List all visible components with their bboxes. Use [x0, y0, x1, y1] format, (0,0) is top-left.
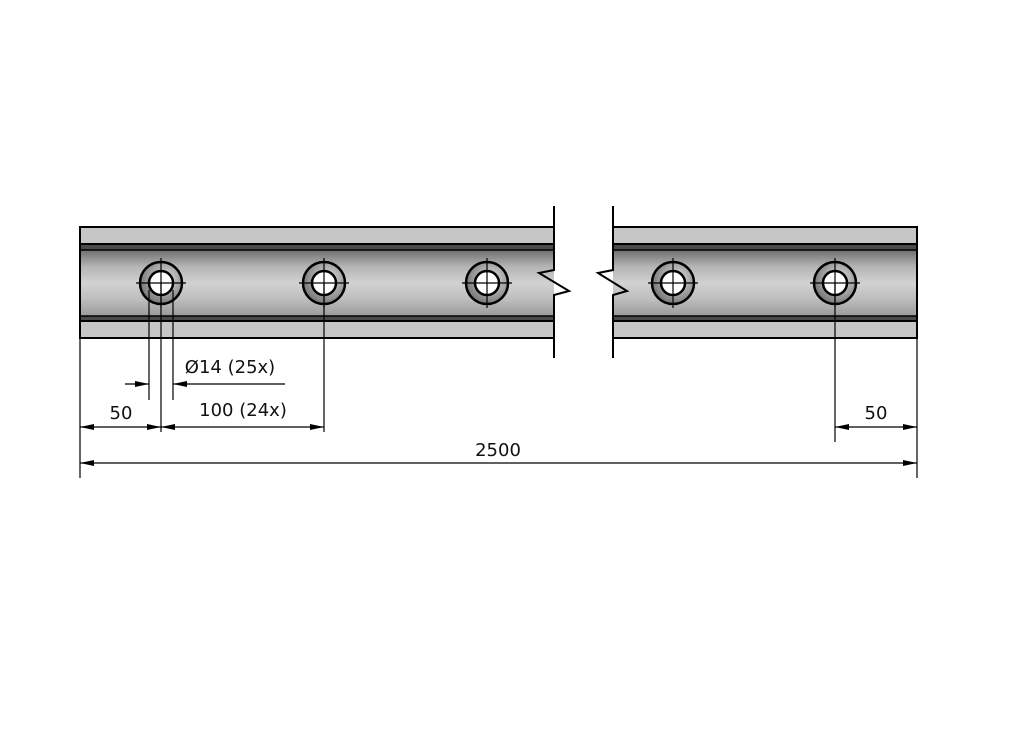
break-line-right	[595, 206, 630, 358]
dimension-lines	[79, 283, 918, 478]
pitch-label: 100 (24x)	[199, 400, 287, 421]
overall-length-label: 2500	[475, 440, 521, 461]
hole-diameter-label: Ø14 (25x)	[185, 357, 275, 378]
rail-right-segment	[612, 226, 918, 339]
break-line-left	[536, 206, 572, 358]
right-offset-label: 50	[865, 403, 888, 424]
countersunk-hole	[648, 258, 698, 308]
left-offset-label: 50	[110, 403, 133, 424]
countersunk-hole	[462, 258, 512, 308]
